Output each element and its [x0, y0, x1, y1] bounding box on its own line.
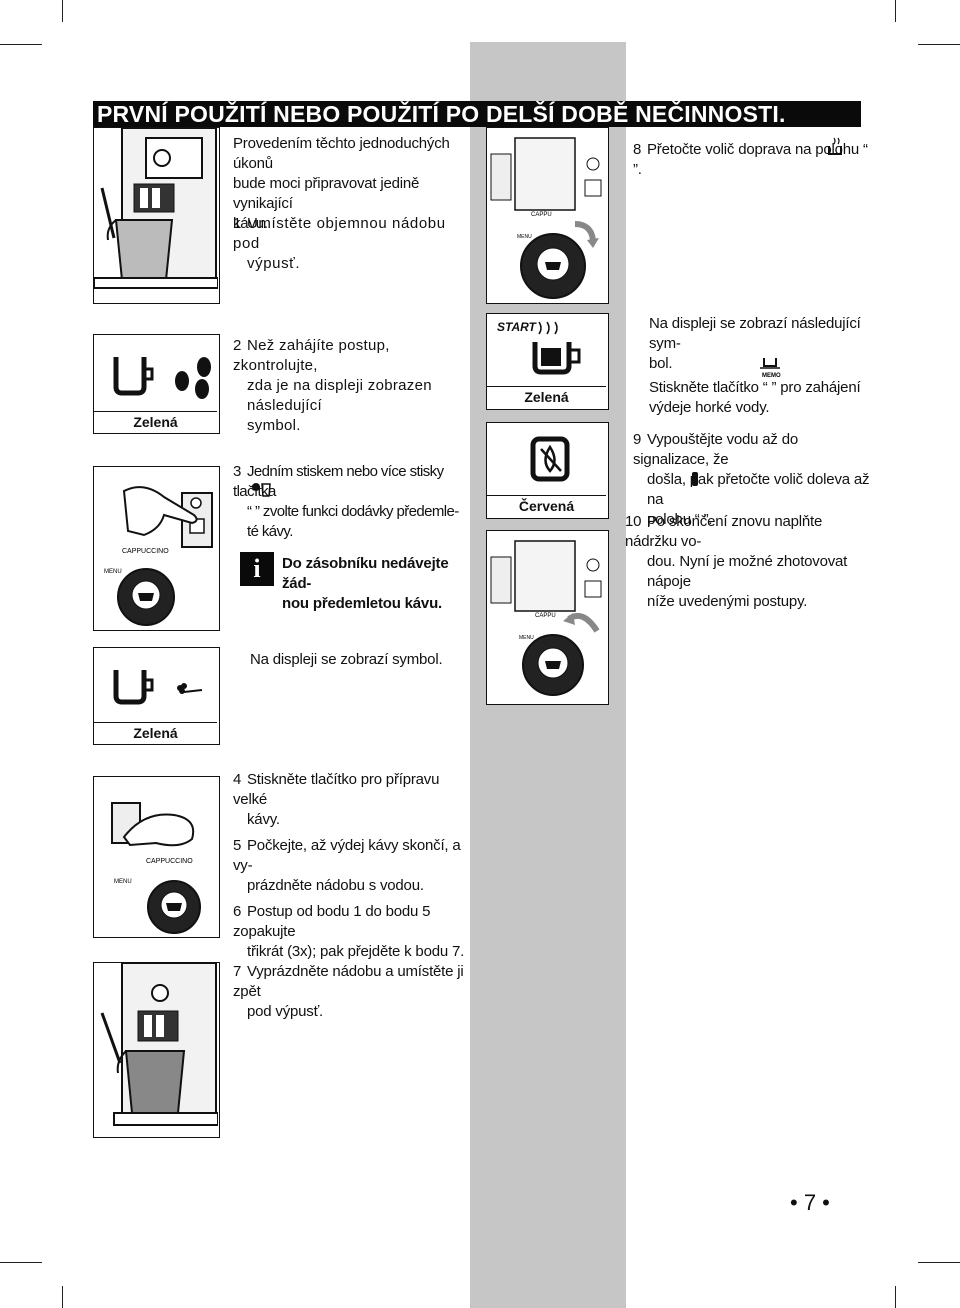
info-note: Do zásobníku nedávejte žád- nou předemle… [282, 554, 472, 614]
crop-mark [918, 1262, 960, 1263]
intro-line: bude moci připravovat jedině vynikající [233, 175, 420, 212]
status-label-green: Zelená [133, 725, 178, 741]
display-panel-ground: Zelená [93, 647, 220, 745]
crop-mark [62, 1286, 63, 1308]
step-number: 10 [625, 513, 642, 530]
page-title: PRVNÍ POUŽITÍ NEBO POUŽITÍ PO DELŠÍ DOBĚ… [93, 101, 861, 127]
steam-icon [690, 470, 700, 488]
step-line: Na displeji se zobrazí následující sym- [649, 315, 861, 352]
step-line: polohu “ ”. [647, 511, 713, 528]
crop-mark [0, 1262, 42, 1263]
menu-label: MENU [517, 234, 532, 240]
cappu-label: CAPPU [535, 613, 556, 619]
step-number: 5 [233, 837, 242, 854]
hot-water-icon [826, 136, 848, 158]
step-line: Vypouštějte vodu až do signalizace, že [633, 431, 798, 468]
step-line: pod výpusť. [247, 1003, 323, 1020]
step-line: prázdněte nádobu s vodou. [247, 877, 424, 894]
knob-turn-right-illustration: CAPPU MENU [486, 127, 609, 304]
step-line: Stiskněte tlačítko “ ” pro zahájení [649, 379, 861, 396]
note-line: nou předemletou kávu. [282, 595, 442, 612]
step-number: 3 [233, 463, 241, 480]
crop-mark [0, 44, 42, 45]
intro-text: Provedením těchto jednoduchých úkonů bud… [233, 134, 463, 234]
step-line: symbol. [247, 417, 301, 434]
step-number: 7 [233, 963, 242, 980]
crop-mark [918, 44, 960, 45]
memo-label: MEMO [762, 373, 781, 379]
cappu-label: CAPPU [531, 212, 552, 218]
status-label-green: Zelená [133, 414, 178, 430]
note-line: Do zásobníku nedávejte žád- [282, 555, 449, 592]
step-line: “ ” zvolte funkci dodávky předemle- [247, 503, 459, 520]
hand-press-illustration: CAPPUCCINO MENU [93, 466, 220, 631]
step-8b: Na displeji se zobrazí následující sym- … [649, 314, 879, 418]
step-number: 1 [233, 215, 242, 232]
step-line: Po skončení znovu naplňte nádržku vo- [625, 513, 823, 550]
intro-line: kávu. [233, 215, 268, 232]
menu-label: MENU [104, 569, 122, 575]
machine-jug-illustration-2 [93, 962, 220, 1138]
cappuccino-label: CAPPUCCINO [146, 858, 193, 865]
status-label-red: Červená [518, 498, 575, 514]
memo-button-icon: MEMO [758, 356, 784, 380]
step-number: 8 [633, 141, 642, 158]
page-number: • 7 • [790, 1190, 830, 1215]
step-line: bol. [649, 355, 673, 372]
step-line: Počkejte, až výdej kávy skončí, a vy- [233, 837, 461, 874]
cappuccino-label: CAPPUCCINO [122, 548, 169, 555]
step-line: zda je na displeji zobrazen následující [247, 377, 432, 414]
step-line: třikrát (3x); pak přejděte k bodu 7. [247, 943, 465, 960]
step-line: Než zahájíte postup, zkontrolujte, [233, 337, 390, 374]
crop-mark [895, 0, 896, 22]
display-note: Na displeji se zobrazí symbol. [250, 651, 443, 668]
display-panel-red: Červená [486, 422, 609, 519]
step-line: té kávy. [247, 523, 293, 540]
menu-label: MENU [519, 635, 534, 641]
info-icon: i [240, 552, 274, 586]
intro-line: Provedením těchto jednoduchých úkonů [233, 135, 450, 172]
crop-mark [62, 0, 63, 22]
menu-label: MENU [114, 879, 132, 885]
step-line: výpusť. [247, 255, 301, 272]
step-line: Postup od bodu 1 do bodu 5 zopakujte [233, 903, 431, 940]
step-line: Umístěte objemnou nádobu pod [233, 215, 446, 252]
step-line: Vyprázdněte nádobu a umístěte ji zpět [233, 963, 464, 1000]
step-line: došla, pak přetočte volič doleva až na [647, 471, 870, 508]
knob-turn-left-illustration: CAPPU MENU [486, 530, 609, 705]
crop-mark [895, 1286, 896, 1308]
step-line: výdeje horké vody. [649, 399, 770, 416]
status-label-green: Zelená [524, 389, 569, 405]
start-label: START [497, 320, 536, 334]
step-number: 9 [633, 431, 642, 448]
step-line: Stiskněte tlačítko pro přípravu velké [233, 771, 440, 808]
hand-press-memo-illustration: CAPPUCCINO MENU [93, 776, 220, 938]
display-panel-green: Zelená [93, 334, 220, 434]
step-number: 6 [233, 903, 242, 920]
info-glyph: i [253, 554, 261, 583]
ground-coffee-icon [250, 482, 276, 498]
step-line: kávy. [247, 811, 280, 828]
step-line: dou. Nyní je možné zhotovovat nápoje [647, 553, 848, 590]
display-panel-start-green: START Zelená [486, 313, 609, 410]
step-line: Jedním stiskem nebo více stisky tlačítka [233, 463, 444, 500]
step-line: níže uvedenými postupy. [647, 593, 808, 610]
step-line: Přetočte volič doprava na polohu “ ”. [633, 141, 868, 178]
step-number: 2 [233, 337, 242, 354]
machine-jug-illustration [93, 127, 220, 304]
step-number: 4 [233, 771, 242, 788]
